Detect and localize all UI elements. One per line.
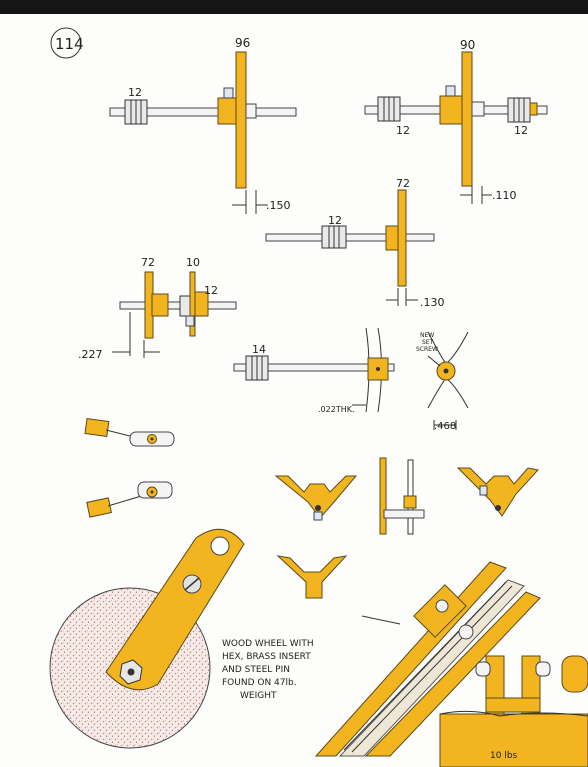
label-wheel-90: 90 — [460, 38, 475, 52]
note-new: NEW — [420, 332, 434, 339]
arbor-assembly-96 — [109, 51, 297, 214]
weight-block-partial — [439, 710, 588, 767]
dimension-468: .468 — [434, 421, 456, 432]
lever-sketch-upper — [84, 417, 175, 447]
label-pinion-12-e: 12 — [204, 284, 218, 297]
label-pinion-12-b: 12 — [396, 124, 410, 137]
label-pinion-12-c: 12 — [514, 124, 528, 137]
wood-wheel-weight — [49, 528, 245, 749]
dimension-227: .227 — [78, 348, 103, 361]
arbor-assembly-72 — [265, 189, 435, 306]
dimension-110: .110 — [492, 189, 517, 202]
label-wheel-10: 10 — [186, 256, 200, 269]
y-bracket-blank — [276, 555, 348, 599]
note-set: SET — [422, 339, 434, 346]
dimension-022-thick: .022THK. — [318, 405, 355, 414]
bracket-side-view — [379, 457, 425, 535]
note-wood-wheel-line3: AND STEEL PIN — [222, 665, 290, 675]
label-pinion-12-a: 12 — [128, 86, 142, 99]
page-number: 114 — [55, 35, 84, 53]
arbor-assembly-72-10 — [112, 271, 237, 358]
label-wheel-72-b: 72 — [141, 256, 155, 269]
scan-edge-bar — [0, 0, 588, 14]
arbor-assembly-14 — [233, 327, 395, 413]
lever-sketch-lower — [86, 481, 173, 518]
bracket-fork-partial — [475, 655, 588, 715]
page-number-badge: 114 — [50, 27, 84, 59]
note-screw: SCREW — [416, 346, 438, 353]
dimension-130: .130 — [420, 296, 445, 309]
arbor-assembly-90 — [364, 51, 548, 204]
diagonal-frame-assembly — [314, 561, 541, 757]
y-bracket-front — [274, 475, 358, 521]
label-pinion-14: 14 — [252, 343, 266, 356]
note-wood-wheel-line5: WEIGHT — [240, 691, 277, 701]
label-wheel-72-a: 72 — [396, 177, 410, 190]
spring-clip-detail — [427, 331, 469, 430]
note-wood-wheel-line2: HEX, BRASS INSERT — [222, 652, 311, 662]
note-wood-wheel-line1: WOOD WHEEL WITH — [222, 639, 314, 649]
y-bracket-angled — [456, 467, 539, 517]
label-weight-lbs: 10 lbs — [490, 751, 518, 761]
label-pinion-12-d: 12 — [328, 214, 342, 227]
dimension-150: .150 — [266, 199, 291, 212]
label-wheel-96: 96 — [235, 36, 250, 50]
note-wood-wheel-line4: FOUND ON 47lb. — [222, 678, 297, 688]
